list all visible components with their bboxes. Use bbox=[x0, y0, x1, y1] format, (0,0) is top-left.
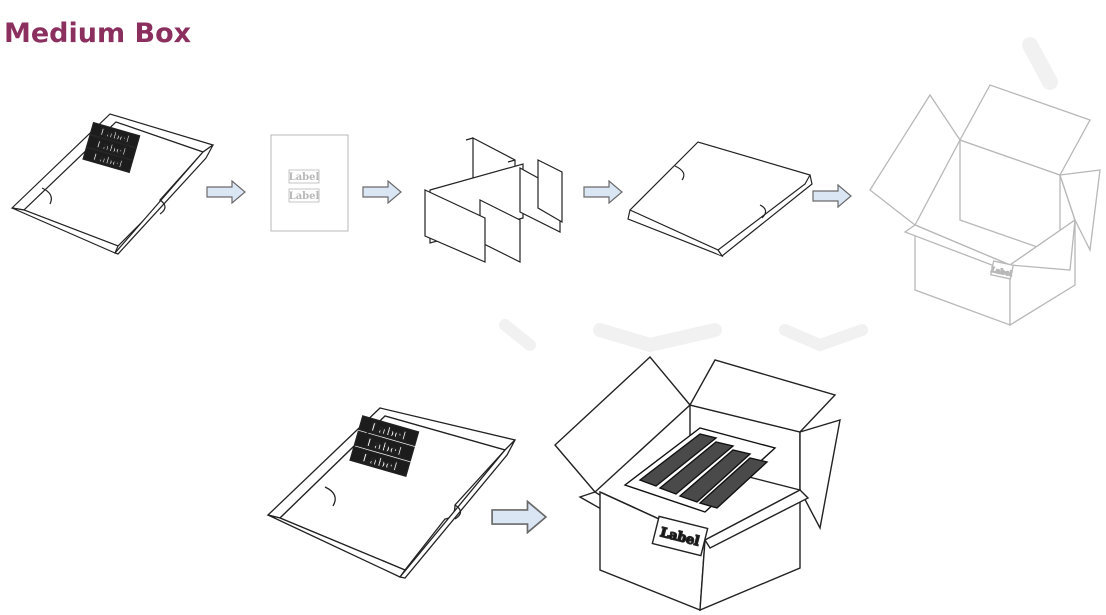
label-text: Label bbox=[289, 191, 320, 202]
right-arrow-icon bbox=[363, 181, 401, 203]
tray-lid-figure bbox=[628, 142, 812, 256]
grid-divider-figure bbox=[425, 138, 562, 262]
right-arrow-icon bbox=[584, 181, 622, 203]
right-arrow-icon bbox=[813, 185, 851, 207]
right-arrow-icon bbox=[207, 181, 245, 203]
open-box-figure: Label bbox=[870, 85, 1100, 325]
label-text: Label bbox=[289, 172, 320, 183]
label-sheet-figure: Label Label bbox=[271, 135, 348, 231]
tray-with-labels-figure: Label Label Label bbox=[12, 114, 213, 254]
packed-box-figure: Label bbox=[555, 357, 840, 610]
right-arrow-icon bbox=[492, 501, 546, 532]
tray-with-labels-large-figure: Label Label Label bbox=[268, 408, 515, 578]
